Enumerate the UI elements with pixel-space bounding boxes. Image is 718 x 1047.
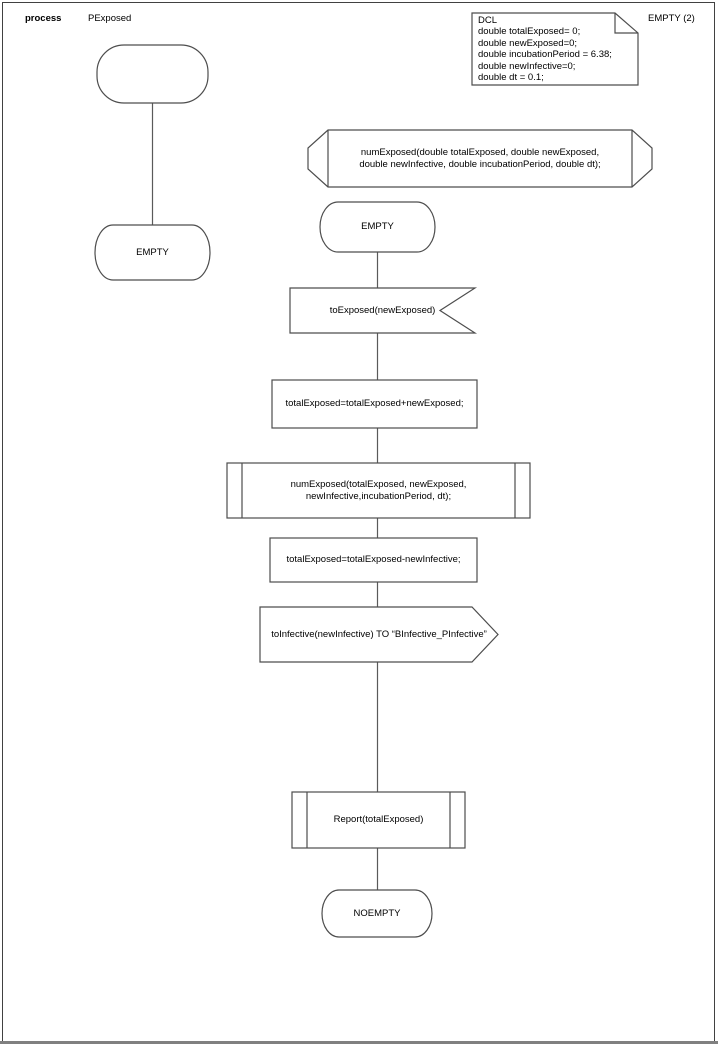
state-empty-shape[interactable] bbox=[319, 201, 436, 253]
call-report-shape[interactable] bbox=[291, 791, 466, 849]
page-number-label: EMPTY (2) bbox=[648, 13, 695, 24]
diagram-kind-label: process bbox=[25, 13, 62, 24]
process-name-label: PExposed bbox=[88, 13, 132, 24]
input-toexposed-shape[interactable] bbox=[289, 287, 478, 334]
output-toinfective-shape[interactable] bbox=[259, 606, 499, 663]
state-empty-left-shape[interactable] bbox=[94, 224, 211, 281]
declaration-fold-icon bbox=[614, 13, 638, 34]
connectors bbox=[151, 103, 379, 890]
call-numexposed-shape[interactable] bbox=[226, 462, 531, 519]
page-border-bottom bbox=[0, 1041, 718, 1044]
procedure-declaration-shape[interactable] bbox=[307, 129, 653, 188]
task-add-shape[interactable] bbox=[271, 379, 478, 429]
start-symbol-shape[interactable] bbox=[96, 44, 209, 104]
state-noempty-shape[interactable] bbox=[321, 889, 433, 938]
declaration-text-symbol[interactable] bbox=[471, 12, 639, 86]
task-sub-shape[interactable] bbox=[269, 537, 478, 583]
